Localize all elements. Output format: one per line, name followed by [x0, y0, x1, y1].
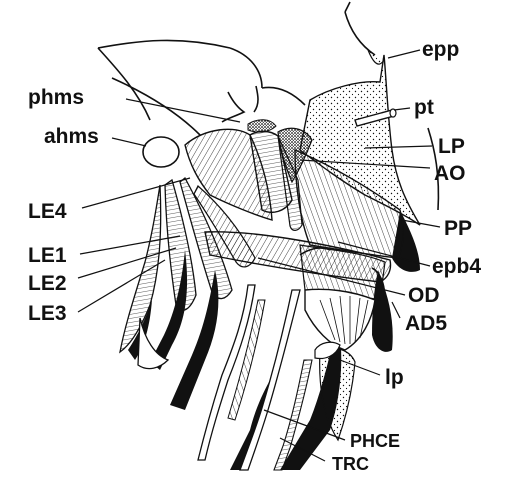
label-ahms: ahms [44, 125, 99, 148]
label-pt: pt [414, 96, 434, 119]
label-ad5: AD5 [405, 312, 447, 335]
label-phce: PHCE [350, 431, 400, 451]
label-le1: LE1 [28, 244, 67, 267]
label-le3: LE3 [28, 302, 67, 325]
label-od: OD [408, 284, 440, 307]
label-ao: AO [434, 162, 466, 185]
label-epb4: epb4 [432, 255, 481, 278]
label-phms: phms [28, 86, 84, 109]
label-le4: LE4 [28, 200, 67, 223]
label-epp: epp [422, 38, 459, 61]
ahms-structure [143, 137, 179, 167]
label-pp: PP [444, 217, 472, 240]
label-lp-upper: LP [438, 135, 465, 158]
label-lp-lower: lp [385, 366, 404, 389]
label-trc: TRC [332, 454, 369, 474]
label-le2: LE2 [28, 272, 67, 295]
ad5-fan [305, 289, 375, 350]
